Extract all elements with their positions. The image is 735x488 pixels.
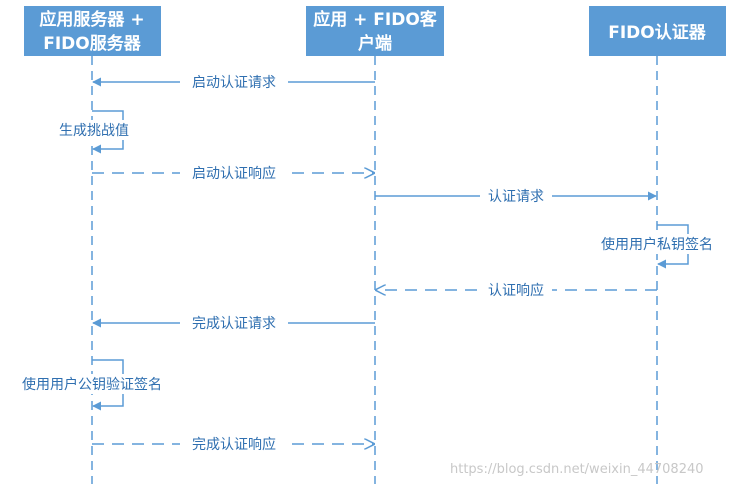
self-message-label: 使用用户公钥验证签名 xyxy=(22,376,162,393)
participant-authenticator: FIDO认证器 xyxy=(589,6,726,56)
self-message-label-bg xyxy=(8,374,176,394)
message-label-bg xyxy=(180,72,288,92)
message-label-bg xyxy=(480,186,552,206)
message-label: 启动认证请求 xyxy=(192,75,276,91)
participant-box-authenticator xyxy=(589,6,726,56)
message-finish-auth-request: 完成认证请求 xyxy=(92,313,375,333)
message-auth-request: 认证请求 xyxy=(375,186,657,206)
message-label: 启动认证响应 xyxy=(192,165,276,182)
participant-client-label-line1: 应用 + FIDO客 xyxy=(313,9,438,30)
watermark: https://blog.csdn.net/weixin_44708240 xyxy=(450,462,704,477)
participant-server-label-line1: 应用服务器 + xyxy=(39,9,144,30)
message-finish-auth-response: 完成认证响应 xyxy=(92,434,374,454)
self-message-label-bg xyxy=(48,120,140,140)
participant-server: 应用服务器 + FIDO服务器 xyxy=(24,6,161,56)
message-label: 完成认证响应 xyxy=(192,436,276,453)
message-label: 认证请求 xyxy=(488,189,544,205)
message-start-auth-response: 启动认证响应 xyxy=(92,163,374,183)
participant-client-label-line2: 户端 xyxy=(358,33,392,54)
participant-box-server xyxy=(24,6,161,56)
participant-box-client xyxy=(306,6,444,56)
message-label: 完成认证请求 xyxy=(192,316,276,332)
message-label-bg xyxy=(480,280,552,300)
message-label-bg xyxy=(180,434,288,454)
participant-client: 应用 + FIDO客 户端 xyxy=(306,6,444,56)
self-message-label: 使用用户私钥签名 xyxy=(601,236,713,253)
message-auth-response: 认证响应 xyxy=(376,280,657,300)
participant-server-label-line2: FIDO服务器 xyxy=(43,33,142,54)
message-label-bg xyxy=(180,313,288,333)
self-message-label-bg xyxy=(589,234,725,254)
self-message-label: 生成挑战值 xyxy=(59,123,129,139)
participant-authenticator-label: FIDO认证器 xyxy=(608,22,707,43)
self-message-generate-challenge: 生成挑战值 xyxy=(48,110,140,154)
message-label-bg xyxy=(180,163,288,183)
self-message-sign-with-private-key: 使用用户私钥签名 xyxy=(589,224,725,269)
message-label: 认证响应 xyxy=(488,282,544,299)
message-start-auth-request: 启动认证请求 xyxy=(92,72,375,92)
self-message-verify-with-public-key: 使用用户公钥验证签名 xyxy=(8,359,176,411)
